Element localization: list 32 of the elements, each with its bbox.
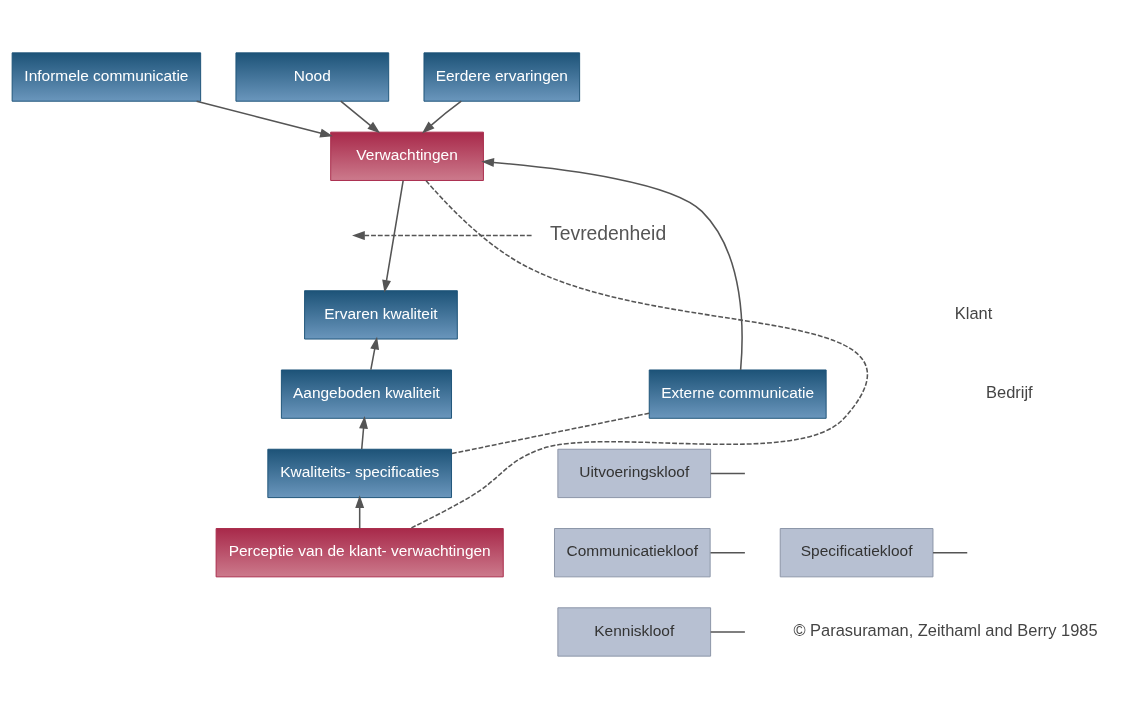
connector — [709, 630, 746, 633]
connector — [932, 551, 968, 553]
node-text: Tevredenheid — [550, 222, 667, 244]
node-box: Kenniskloof — [557, 606, 712, 657]
arrow — [352, 230, 533, 240]
node-box: Verwachtingen — [330, 131, 484, 181]
node-box: Eerdere ervaringen — [423, 51, 581, 102]
node-box: Externe communicatie — [648, 369, 827, 419]
node-box: Uitvoeringskloof — [557, 448, 712, 498]
node-box: Kwaliteits- specificaties — [267, 448, 452, 498]
arrow — [382, 179, 404, 293]
arrow — [481, 157, 743, 371]
node-box: Nood — [235, 51, 390, 102]
arrow — [359, 415, 368, 450]
arrow — [370, 336, 380, 370]
label: © Parasuraman, Zeithaml and Berry 1985 — [793, 620, 1098, 639]
node-box: Communicatiekloof — [554, 527, 711, 577]
arrow — [195, 99, 333, 137]
node-box: Informele communicatie — [11, 51, 202, 102]
connector — [709, 551, 746, 553]
label: Klant — [954, 303, 993, 322]
connector — [709, 472, 746, 474]
arrow — [339, 99, 381, 133]
connector — [409, 179, 868, 529]
label: Bedrijf — [986, 382, 1033, 401]
node-box: Specificatiekloof — [779, 527, 934, 577]
connector — [450, 411, 650, 454]
arrow — [355, 494, 365, 529]
node-box: Perceptie van de klant- verwachtingen — [215, 527, 504, 577]
node-box: Ervaren kwaliteit — [304, 289, 458, 339]
node-box: Aangeboden kwaliteit — [280, 369, 452, 419]
arrow — [421, 99, 463, 133]
